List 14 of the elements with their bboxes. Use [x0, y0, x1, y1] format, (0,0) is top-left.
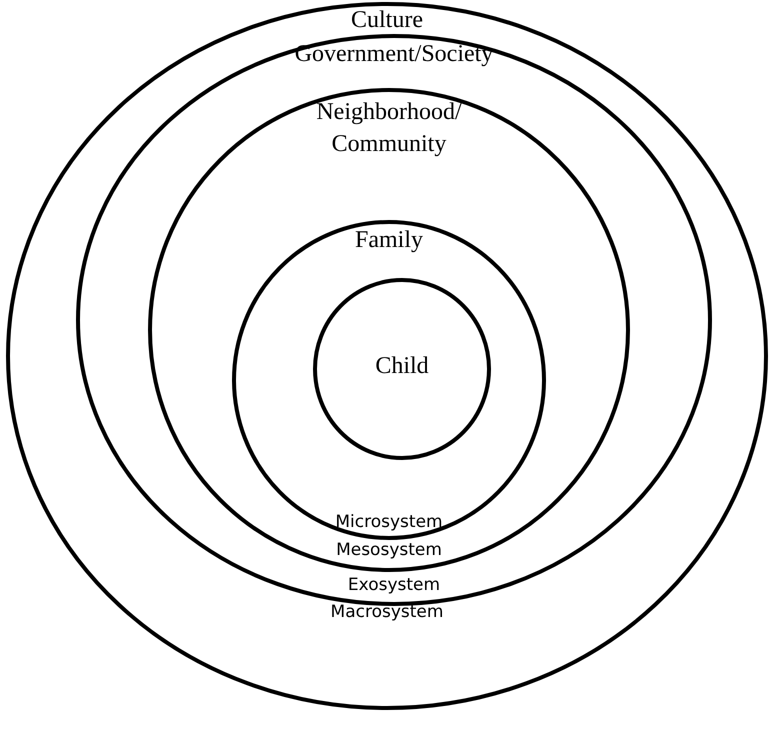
ring-circle	[148, 88, 630, 572]
system-label: Microsystem	[335, 512, 443, 532]
ring-label: Family	[354, 226, 423, 255]
ring-label: Culture	[351, 6, 423, 35]
ring-label: Neighborhood/ Community	[315, 98, 463, 159]
ring-label: Child	[375, 352, 429, 381]
center-circle	[313, 278, 491, 460]
ring-circle	[6, 2, 768, 710]
system-label: Exosystem	[348, 575, 440, 595]
system-label: Macrosystem	[330, 602, 444, 622]
ring-circle	[232, 220, 546, 540]
ring-label: Government/Society	[294, 40, 494, 69]
system-label: Mesosystem	[336, 540, 442, 560]
ring-circle	[76, 34, 712, 606]
